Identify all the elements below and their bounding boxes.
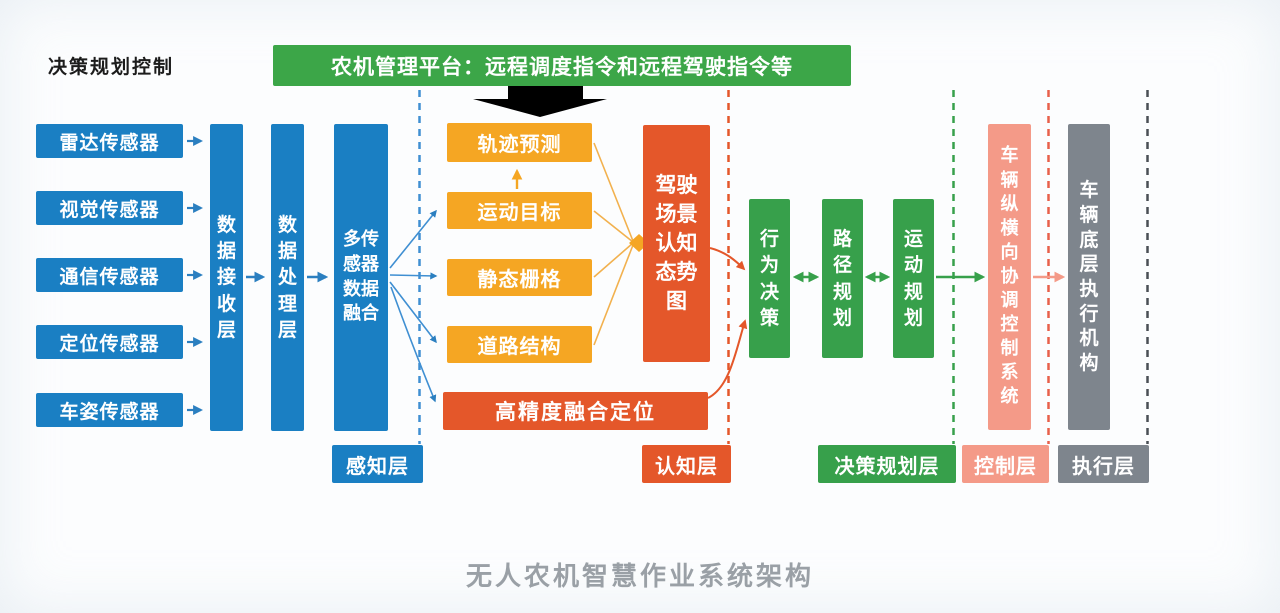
diagram-title: 无人农机智慧作业系统架构 [465,562,814,592]
sensor-vision: 视觉传感器 [36,191,183,225]
driving-scene-awareness-bar: 驾驶场景认知态势图 [643,125,710,362]
moving-target-box: 运动目标 [447,192,592,229]
cognition-to-decision-arrows [707,247,748,399]
layer-label-control: 控制层 [962,445,1049,483]
data-process-layer-label: 数据处理层 [277,213,297,341]
layer-label-perception: 感知层 [332,445,423,483]
motion-planning-label: 运动规划 [903,228,923,329]
behavior-decision-bar: 行为决策 [749,199,790,358]
sensor-positioning: 定位传感器 [36,325,183,359]
trajectory-prediction-box: 轨迹预测 [447,123,592,162]
data-receive-layer-label: 数据接收层 [216,213,236,341]
driving-scene-awareness-label: 驾驶场景认知态势图 [655,173,698,313]
layer-label-execution: 执行层 [1058,445,1149,483]
road-structure-box: 道路结构 [447,326,592,363]
path-planning-bar: 路径规划 [822,199,863,358]
sensor-communication: 通信传感器 [36,258,183,292]
layer-label-cognition: 认知层 [642,445,731,483]
path-planning-label: 路径规划 [832,228,852,329]
behavior-decision-label: 行为决策 [759,228,779,329]
data-process-layer-bar: 数据处理层 [271,124,304,431]
platform-banner: 农机管理平台：远程调度指令和远程驾驶指令等 [273,45,851,86]
layer-label-decision-planning: 决策规划层 [818,445,956,483]
motion-planning-bar: 运动规划 [893,199,934,358]
vehicle-coordination-control-bar: 车辆纵横向协调控制系统 [988,124,1031,430]
platform-banner-label: 农机管理平台：远程调度指令和远程驾驶指令等 [331,54,793,79]
sensor-attitude: 车姿传感器 [36,393,183,427]
down-block-arrow-icon [473,86,607,117]
page-heading: 决策规划控制 [48,56,175,78]
vehicle-actuator-bar: 车辆底层执行机构 [1068,124,1110,430]
sensor-radar: 雷达传感器 [36,124,183,158]
sensor-arrows [187,136,203,415]
static-grid-box: 静态栅格 [447,259,592,296]
fusion-fanout-arrows [389,209,438,403]
cognition-converge-lines [593,142,649,346]
data-receive-layer-bar: 数据接收层 [210,124,243,431]
vehicle-actuator-label: 车辆底层执行机构 [1079,179,1099,375]
multi-sensor-fusion-label: 多传感器数据融合 [343,228,379,325]
high-precision-localization-box: 高精度融合定位 [443,392,708,430]
multi-sensor-fusion-bar: 多传感器数据融合 [334,124,388,431]
vehicle-coordination-control-label: 车辆纵横向协调控制系统 [1000,145,1019,408]
